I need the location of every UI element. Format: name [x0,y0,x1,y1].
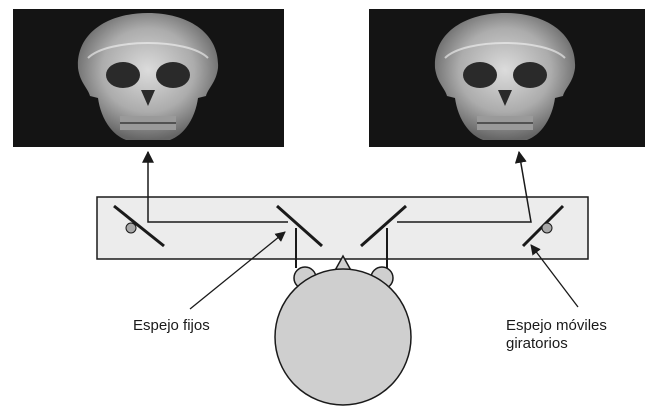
head-circle [275,269,411,405]
right-xray-image [369,9,645,147]
left-mirror-pivot [126,223,136,233]
observer-head [275,256,411,405]
moving-mirror-label-line2: giratorios [506,335,568,352]
fixed-mirror-label: Espejo fijos [133,317,210,334]
left-xray-image [13,9,284,147]
moving-mirror-label-line1: Espejo móviles [506,317,607,334]
stereoscope-bar [97,197,588,259]
right-mirror-pivot [542,223,552,233]
